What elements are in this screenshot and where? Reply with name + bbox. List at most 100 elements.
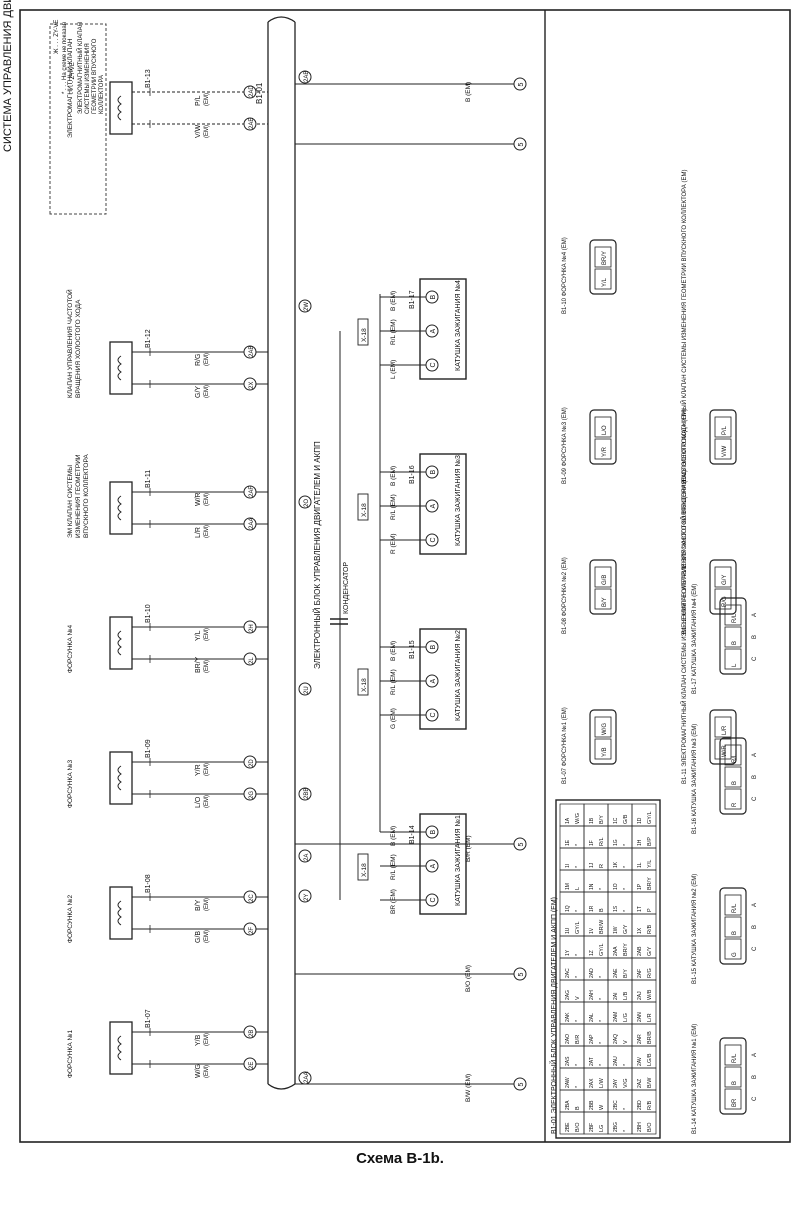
ecu-grid-wire: W/B	[647, 989, 653, 1000]
component-body	[109, 81, 133, 135]
connector-view-title: B1-13 ЭЛЕКТРОМАГНИТНЫЙ КЛАПАН СИСТЕМЫ ИЗ…	[680, 170, 688, 484]
wire-harness-label: (EM)	[204, 93, 210, 106]
ecu-grid-pin: 2AH	[589, 990, 595, 1000]
connector-pin	[594, 246, 612, 268]
pin-circle	[243, 890, 257, 904]
ecu-grid-pin: 1H	[637, 839, 643, 846]
wire-color-label: P/L	[195, 95, 202, 106]
connector-pin	[594, 566, 612, 588]
connector-pin	[714, 738, 732, 760]
ecu-grid-wire: *	[575, 909, 581, 912]
ecu-grid-pin: 1A	[565, 817, 571, 824]
ecu-label: ЭЛЕКТРОННЫЙ БЛОК УПРАВЛЕНИЯ ДВИГАТЕЛЕМ И…	[313, 441, 322, 669]
connector-pin-wire: Y/B	[602, 747, 608, 757]
coil-pin-letter: C	[430, 897, 437, 902]
ecu-grid-pin: 1R	[589, 905, 595, 912]
junction-label: X-18	[361, 328, 368, 342]
ground-wire-label: B/O (EM)	[465, 965, 472, 992]
pin-label: 2X	[249, 382, 255, 389]
component-name: ЭЛЕКТРОМАГНИТНЫЙ КЛАПАН	[65, 38, 74, 138]
connector-pin	[724, 938, 742, 960]
pin-label: 2AD	[249, 85, 255, 97]
component-name: ВРАЩЕНИЯ ХОЛОСТОГО ХОДА	[75, 299, 82, 398]
ecu-grid-pin: 2BE	[565, 1122, 571, 1132]
ecu-grid-wire: B	[575, 1106, 581, 1110]
ecu-grid-pin: 1E	[565, 839, 571, 846]
ecu-connector-outline	[555, 799, 661, 1139]
pin-circle	[243, 922, 257, 936]
connector-pin-wire: R/L	[732, 1053, 738, 1063]
ecu-grid-pin: 1Y	[565, 949, 571, 956]
ecu-pin-label: 2Y	[304, 894, 310, 901]
connector-pin-letter: B	[752, 775, 758, 779]
ecu-grid-wire: B/O	[575, 1122, 581, 1132]
ecu-grid-pin: 1G	[613, 839, 619, 846]
pin-label: 2AA	[249, 518, 255, 529]
coil-wire-label: R/L (EM)	[390, 854, 397, 880]
coil-body	[419, 813, 467, 915]
connector-pin	[724, 916, 742, 938]
connector-pin	[594, 738, 612, 760]
coil-name: КАТУШКА ЗАЖИГАНИЯ №4	[455, 280, 462, 371]
ecu-grid-pin: 2AP	[589, 1034, 595, 1044]
coil-symbol-icon	[117, 1035, 122, 1061]
capacitor-label: КОНДЕНСАТОР	[343, 562, 350, 614]
connector-pin-wire: R/L	[732, 753, 738, 763]
ecu-grid-wire: V	[575, 996, 581, 1000]
ecu-grid-wire: GY/L	[599, 943, 605, 956]
connector-view-title: B1-08 ФОРСУНКА №2 (EM)	[561, 557, 568, 634]
component-body	[109, 341, 133, 395]
component-body	[109, 751, 133, 805]
connector-view-title: B1-17 КАТУШКА ЗАЖИГАНИЯ №4 (EM)	[691, 584, 698, 694]
connector-view-title: B1-15 КАТУШКА ЗАЖИГАНИЯ №2 (EM)	[691, 874, 698, 984]
ecu-grid-wire: *	[575, 843, 581, 846]
coil-body	[419, 628, 467, 730]
coil-wire-label: R/L (EM)	[390, 669, 397, 695]
ecu-grid-wire: Y/L	[647, 860, 653, 868]
ecu-grid-pin: 1O	[613, 883, 619, 890]
coil-name: КАТУШКА ЗАЖИГАНИЯ №1	[455, 815, 462, 906]
ecu-grid-pin: 2BB	[589, 1100, 595, 1110]
connector-pin	[724, 1066, 742, 1088]
ecu-grid-pin: 1D	[637, 817, 643, 824]
connector-pin-wire: L/R	[722, 725, 728, 735]
ecu-grid-pin: 2AS	[565, 1056, 571, 1066]
connector-pin	[714, 716, 732, 738]
legend-line-5: СИСТЕМЫ ИЗМЕНЕНИЯ	[85, 43, 91, 114]
ecu-grid-wire: R/B	[647, 925, 653, 935]
ecu-grid-wire: *	[623, 909, 629, 912]
connector-pin	[724, 604, 742, 626]
ecu-grid-wire: B/Y	[599, 815, 605, 824]
connector-pin-letter: A	[752, 753, 758, 757]
ecu-pin-label: 2BB	[304, 788, 310, 799]
component-connector-id: B1-09	[145, 739, 152, 758]
component-body	[109, 481, 133, 535]
ecu-grid-wire: R	[599, 864, 605, 868]
coil-pin-letter: B	[430, 295, 437, 300]
ecu-grid-pin: 1V	[589, 927, 595, 934]
pin-label: 2B	[249, 1030, 255, 1037]
ecu-grid-wire: *	[599, 975, 605, 978]
pin-circle	[243, 652, 257, 666]
ecu-grid-wire: L/B	[623, 991, 629, 1000]
legend-line-3: - - - - ZY-VE	[70, 62, 76, 94]
legend-line-2: * . . . На схеме не показан	[62, 22, 68, 94]
connector-pin	[724, 626, 742, 648]
ecu-pin	[298, 682, 312, 696]
legend-line-7: КОЛЛЕКТОРА	[99, 75, 105, 114]
connector-view: B1-08 ФОРСУНКА №2 (EM)B/YG/B	[561, 557, 617, 634]
ecu-grid-wire: G/B	[623, 814, 629, 824]
wire-harness-label: (EM)	[204, 353, 210, 366]
connector-view-title: B1-11 ЭЛЕКТРОМАГНИТНЫЙ КЛАПАН СИСТЕМЫ ИЗ…	[680, 470, 688, 784]
ecu-pin	[298, 495, 312, 509]
ecu-grid-pin: 2BD	[637, 1100, 643, 1110]
legend-line-4: ЭЛЕКТРОМАГНИТНЫЙ КЛАПАН	[76, 22, 84, 114]
ecu-grid-pin: 2AT	[589, 1057, 595, 1066]
ecu-grid-pin: 2AX	[589, 1078, 595, 1088]
